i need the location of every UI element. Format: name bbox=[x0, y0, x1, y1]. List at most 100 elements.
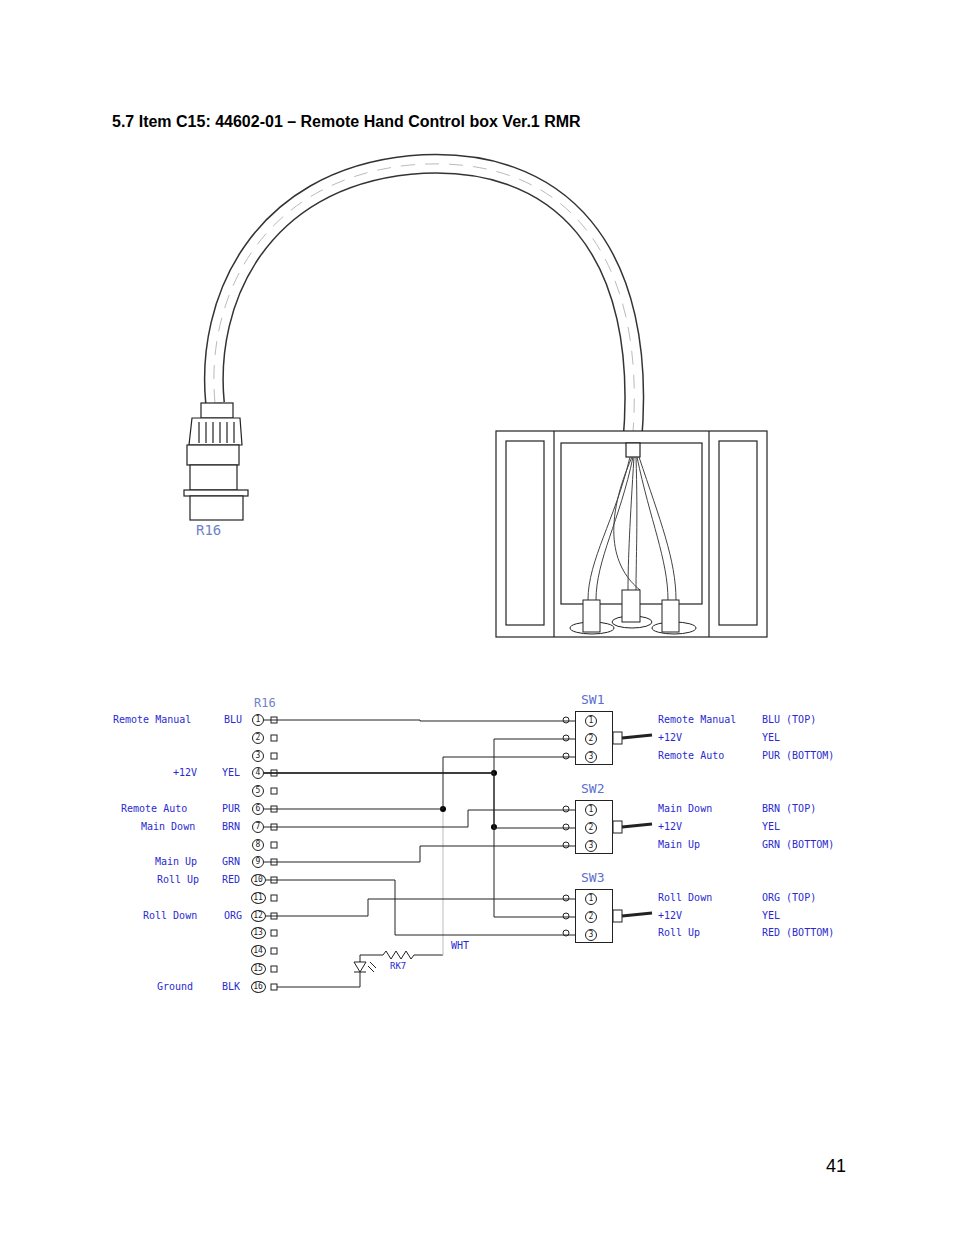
toggle-switch: SW1123 bbox=[575, 711, 613, 765]
signal-name: Roll Down bbox=[658, 892, 712, 904]
pin-circle: 2 bbox=[252, 732, 264, 744]
signal-name: Remote Manual bbox=[658, 714, 736, 726]
pin-number: 10 bbox=[253, 876, 263, 884]
signal-name: +12V bbox=[658, 910, 682, 922]
wire-color: YEL bbox=[222, 767, 240, 779]
pin-circle: 5 bbox=[252, 785, 264, 797]
toggle-switch: SW3123 bbox=[575, 889, 613, 943]
pin-circle: 3 bbox=[252, 750, 264, 762]
wire-color: ORG (TOP) bbox=[762, 892, 816, 904]
pin-circle: 10 bbox=[251, 874, 266, 886]
pin-circle: 3 bbox=[585, 751, 597, 763]
wire bbox=[264, 720, 585, 721]
pin-number: 1 bbox=[589, 717, 594, 725]
signal-name: Main Up bbox=[155, 856, 197, 868]
pin-circle: 1 bbox=[585, 715, 597, 727]
pin-circle: 13 bbox=[251, 927, 266, 939]
pin-number: 4 bbox=[256, 769, 261, 777]
pin-circle: 2 bbox=[585, 911, 597, 923]
signal-name: +12V bbox=[658, 732, 682, 744]
pin-number: 15 bbox=[253, 965, 263, 973]
switch-name: SW1 bbox=[581, 693, 604, 707]
wire bbox=[264, 810, 585, 827]
wire-color: BLU bbox=[224, 714, 242, 726]
signal-name: Remote Manual bbox=[113, 714, 191, 726]
signal-name: Roll Up bbox=[658, 927, 700, 939]
terminal bbox=[271, 735, 277, 741]
signal-name: Main Down bbox=[658, 803, 712, 815]
pin-number: 5 bbox=[256, 787, 261, 795]
pin-number: 2 bbox=[256, 734, 261, 742]
plug-r16 bbox=[184, 403, 248, 520]
signal-name: +12V bbox=[658, 821, 682, 833]
wire-color: PUR bbox=[222, 803, 240, 815]
wire-color: RED bbox=[222, 874, 240, 886]
pin-circle: 14 bbox=[251, 945, 266, 957]
switch-levers bbox=[622, 735, 652, 916]
connector-name: R16 bbox=[196, 522, 221, 539]
terminal bbox=[271, 966, 277, 972]
pin-number: 11 bbox=[253, 894, 263, 902]
terminal bbox=[271, 948, 277, 954]
control-box bbox=[496, 431, 767, 637]
wire bbox=[264, 846, 585, 862]
wire bbox=[264, 739, 585, 773]
pin-number: 9 bbox=[256, 858, 261, 866]
pin-number: 3 bbox=[589, 842, 594, 850]
wire bbox=[264, 773, 585, 828]
pin-circle: 8 bbox=[252, 839, 264, 851]
led-circuit bbox=[277, 951, 443, 987]
cable bbox=[214, 164, 634, 445]
pin-number: 3 bbox=[256, 752, 261, 760]
terminal bbox=[271, 842, 277, 848]
pin-circle: 1 bbox=[252, 714, 264, 726]
signal-name: Remote Auto bbox=[121, 803, 187, 815]
wire-color: BLU (TOP) bbox=[762, 714, 816, 726]
signal-name: Remote Auto bbox=[658, 750, 724, 762]
pin-circle: 4 bbox=[252, 767, 264, 779]
wire-color: YEL bbox=[762, 821, 780, 833]
wire-color: YEL bbox=[762, 732, 780, 744]
wire bbox=[264, 757, 585, 809]
terminal bbox=[271, 895, 277, 901]
wire-color: BLK bbox=[222, 981, 240, 993]
pin-number: 16 bbox=[253, 983, 263, 991]
wire bbox=[266, 880, 586, 935]
pin-number: 8 bbox=[256, 841, 261, 849]
pin-circle: 1 bbox=[585, 804, 597, 816]
pin-circle: 3 bbox=[585, 929, 597, 941]
internal-wires bbox=[588, 457, 676, 600]
pin-number: 6 bbox=[256, 805, 261, 813]
terminal bbox=[271, 753, 277, 759]
section-title: 5.7 Item C15: 44602-01 – Remote Hand Con… bbox=[112, 112, 581, 132]
terminal bbox=[271, 984, 277, 990]
terminal bbox=[271, 930, 277, 936]
pin-number: 13 bbox=[253, 929, 263, 937]
pin-circle: 1 bbox=[585, 893, 597, 905]
pin-number: 1 bbox=[256, 716, 261, 724]
cable-twist bbox=[214, 164, 634, 445]
pin-circle: 6 bbox=[252, 803, 264, 815]
pin-circle: 2 bbox=[585, 822, 597, 834]
wire bbox=[264, 773, 585, 917]
wire-color: BRN bbox=[222, 821, 240, 833]
pin-circle: 3 bbox=[585, 840, 597, 852]
wire-color: BRN (TOP) bbox=[762, 803, 816, 815]
signal-name: Main Down bbox=[141, 821, 195, 833]
signal-name: +12V bbox=[173, 767, 197, 779]
signal-name: Roll Up bbox=[157, 874, 199, 886]
box-switches bbox=[570, 590, 696, 634]
pin-number: 1 bbox=[589, 895, 594, 903]
pin-circle: 12 bbox=[251, 910, 266, 922]
page-number: 41 bbox=[826, 1155, 846, 1177]
toggle-switch: SW2123 bbox=[575, 800, 613, 854]
pin-number: 3 bbox=[589, 753, 594, 761]
pin-circle: 16 bbox=[251, 981, 266, 993]
wire-color: GRN bbox=[222, 856, 240, 868]
wire-color: YEL bbox=[762, 910, 780, 922]
connector-name: R16 bbox=[254, 696, 276, 710]
white-wire bbox=[442, 809, 443, 955]
pin-number: 7 bbox=[256, 823, 261, 831]
switch-name: SW3 bbox=[581, 871, 604, 885]
